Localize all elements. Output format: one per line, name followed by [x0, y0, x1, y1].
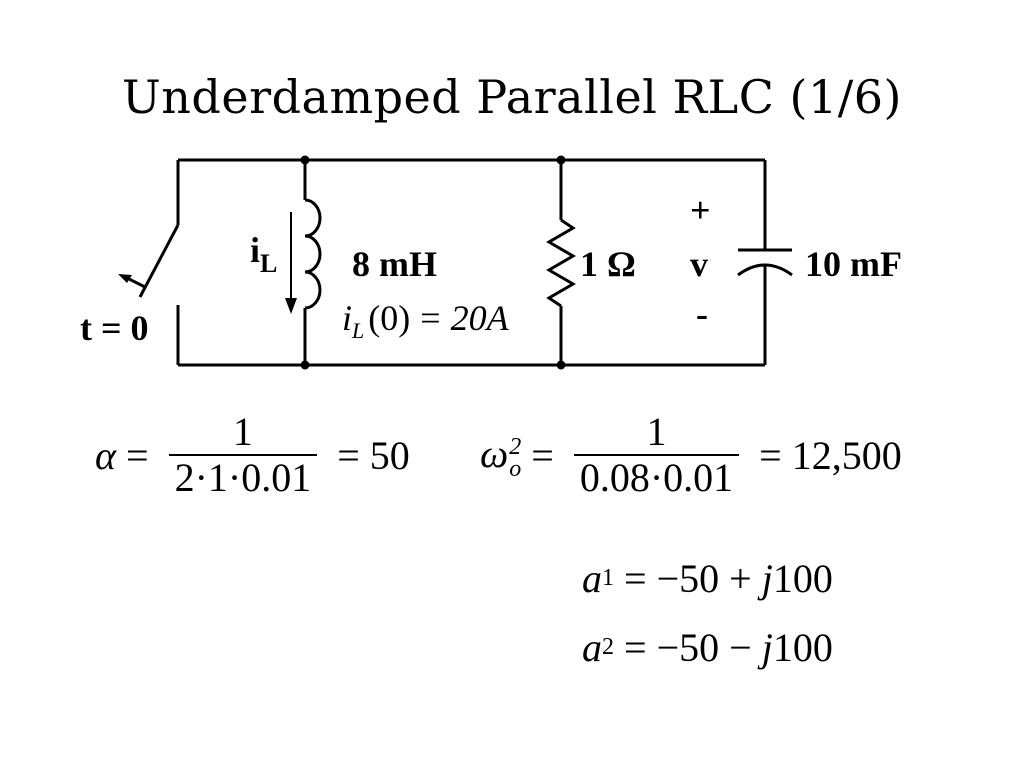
omega-denominator: 0.08·0.01	[573, 454, 740, 500]
root-2-real: −50 −	[656, 625, 752, 670]
ic-argument: 0	[380, 298, 398, 338]
root-1-variable: a	[582, 556, 602, 601]
ic-subscript: L	[351, 318, 364, 343]
switch-blade	[138, 224, 180, 298]
junction-dot	[556, 155, 566, 165]
ic-value: 20A	[451, 298, 510, 338]
omega-numerator: 1	[646, 409, 667, 454]
root-1-real: −50 +	[656, 556, 752, 601]
inductor-current-label: iL	[250, 230, 277, 278]
current-arrow-head	[285, 298, 297, 314]
root-2-imag: 100	[772, 625, 833, 670]
voltage-plus: +	[690, 190, 711, 230]
root-2-subscript: 2	[602, 634, 614, 660]
root-2-j: j	[761, 625, 773, 670]
current-subscript: L	[260, 249, 277, 278]
alpha-symbol: α	[95, 432, 116, 478]
slide-title: Underdamped Parallel RLC (1/6)	[122, 70, 902, 124]
junction-dot	[300, 155, 310, 165]
root-1-imag: 100	[772, 556, 833, 601]
switch-arrow-head	[118, 274, 132, 283]
inductor-value: 8 mH	[352, 244, 437, 284]
switch-label: t = 0	[80, 308, 149, 348]
voltage-label: v	[690, 244, 708, 284]
resistor-value: 1 Ω	[580, 244, 636, 284]
root-2-variable: a	[582, 625, 602, 670]
omega-fraction: 1 0.08·0.01	[573, 409, 740, 500]
voltage-minus: -	[696, 294, 708, 334]
root-1-j: j	[761, 556, 773, 601]
omega-result: 12,500	[791, 432, 902, 478]
alpha-fraction: 1 2·1·0.01	[168, 409, 318, 500]
alpha-result: 50	[369, 432, 410, 478]
omega-subscript: o	[509, 455, 522, 482]
alpha-numerator: 1	[232, 409, 253, 454]
initial-condition: iL(0)=20A	[342, 298, 510, 343]
current-symbol: i	[250, 230, 260, 270]
alpha-denominator: 2·1·0.01	[168, 454, 318, 500]
resistor-zigzag	[546, 218, 576, 308]
junction-dot	[300, 360, 310, 370]
junction-dot	[556, 360, 566, 370]
omega-superscript: 2	[509, 433, 522, 460]
ic-variable: i	[342, 298, 352, 338]
root-1-subscript: 1	[602, 565, 614, 591]
inductor-coil	[304, 198, 322, 310]
capacitor-value: 10 mF	[805, 244, 902, 284]
alpha-equation: α = 1 2·1·0.01 = 50	[95, 409, 410, 500]
